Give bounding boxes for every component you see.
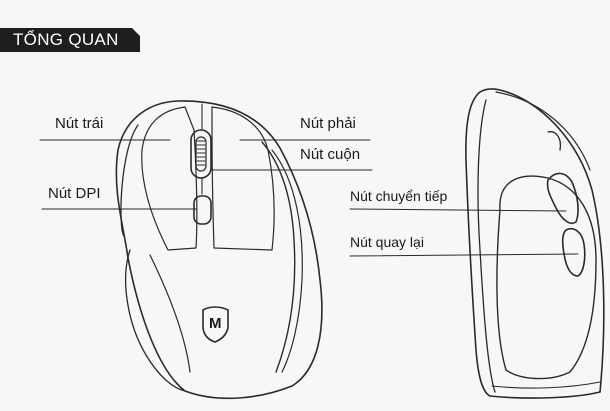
- label-scroll-button: Nút cuộn: [300, 146, 361, 163]
- section-tab: TỔNG QUAN: [0, 28, 140, 52]
- brand-logo-letter: M: [209, 315, 222, 332]
- front-mouse-drawing: [115, 100, 323, 400]
- label-forward-button: Nút chuyển tiếp: [350, 188, 448, 204]
- leader-lines: [39, 139, 579, 257]
- section-title: TỔNG QUAN: [13, 30, 119, 49]
- label-dpi-button: Nút DPI: [48, 185, 101, 202]
- label-back-button: Nút quay lại: [350, 234, 424, 250]
- label-right-button: Nút phải: [300, 115, 356, 132]
- section-tab-shape: [0, 28, 140, 52]
- label-left-button: Nút trái: [55, 115, 104, 132]
- side-mouse-drawing: [465, 88, 605, 399]
